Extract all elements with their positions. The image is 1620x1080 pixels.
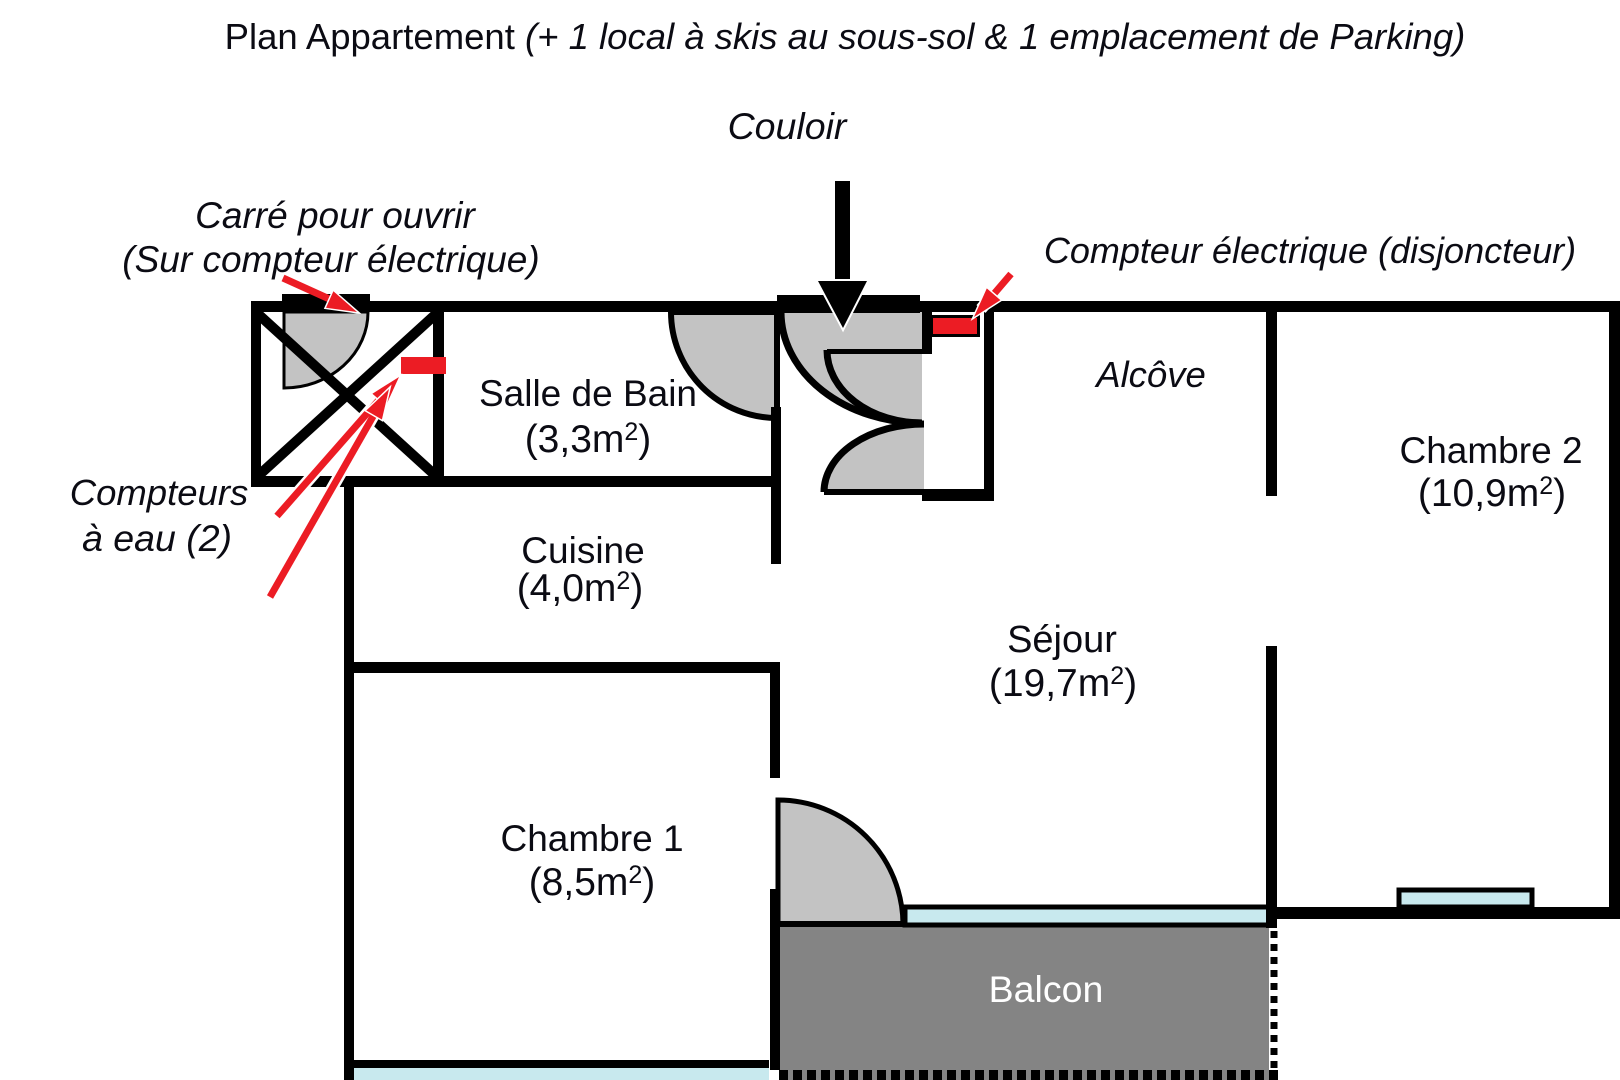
svg-text:Couloir: Couloir	[728, 105, 848, 147]
svg-text:Cuisine: Cuisine	[521, 530, 644, 571]
svg-text:Compteur électrique (disjoncte: Compteur électrique (disjoncteur)	[1044, 230, 1576, 271]
svg-text:Plan Appartement (+ 1 local à: Plan Appartement (+ 1 local à skis au so…	[225, 16, 1466, 57]
svg-text:Compteurs: Compteurs	[70, 472, 249, 513]
svg-text:Séjour: Séjour	[1007, 619, 1117, 661]
svg-text:(8,5m2): (8,5m2)	[529, 861, 656, 904]
svg-text:Salle de Bain: Salle de Bain	[479, 373, 697, 414]
svg-text:(10,9m2): (10,9m2)	[1418, 472, 1566, 515]
svg-text:Balcon: Balcon	[989, 968, 1104, 1010]
svg-text:à eau (2): à eau (2)	[82, 517, 232, 559]
svg-text:Carré pour ouvrir: Carré pour ouvrir	[195, 195, 476, 236]
svg-text:Chambre 2: Chambre 2	[1399, 430, 1582, 471]
svg-text:(19,7m2): (19,7m2)	[989, 662, 1137, 705]
svg-text:(Sur compteur électrique): (Sur compteur électrique)	[122, 239, 539, 280]
svg-text:Chambre 1: Chambre 1	[500, 818, 683, 859]
svg-text:(3,3m2): (3,3m2)	[525, 418, 652, 461]
svg-text:(4,0m2): (4,0m2)	[517, 567, 644, 610]
svg-text:Alcôve: Alcôve	[1094, 354, 1206, 395]
